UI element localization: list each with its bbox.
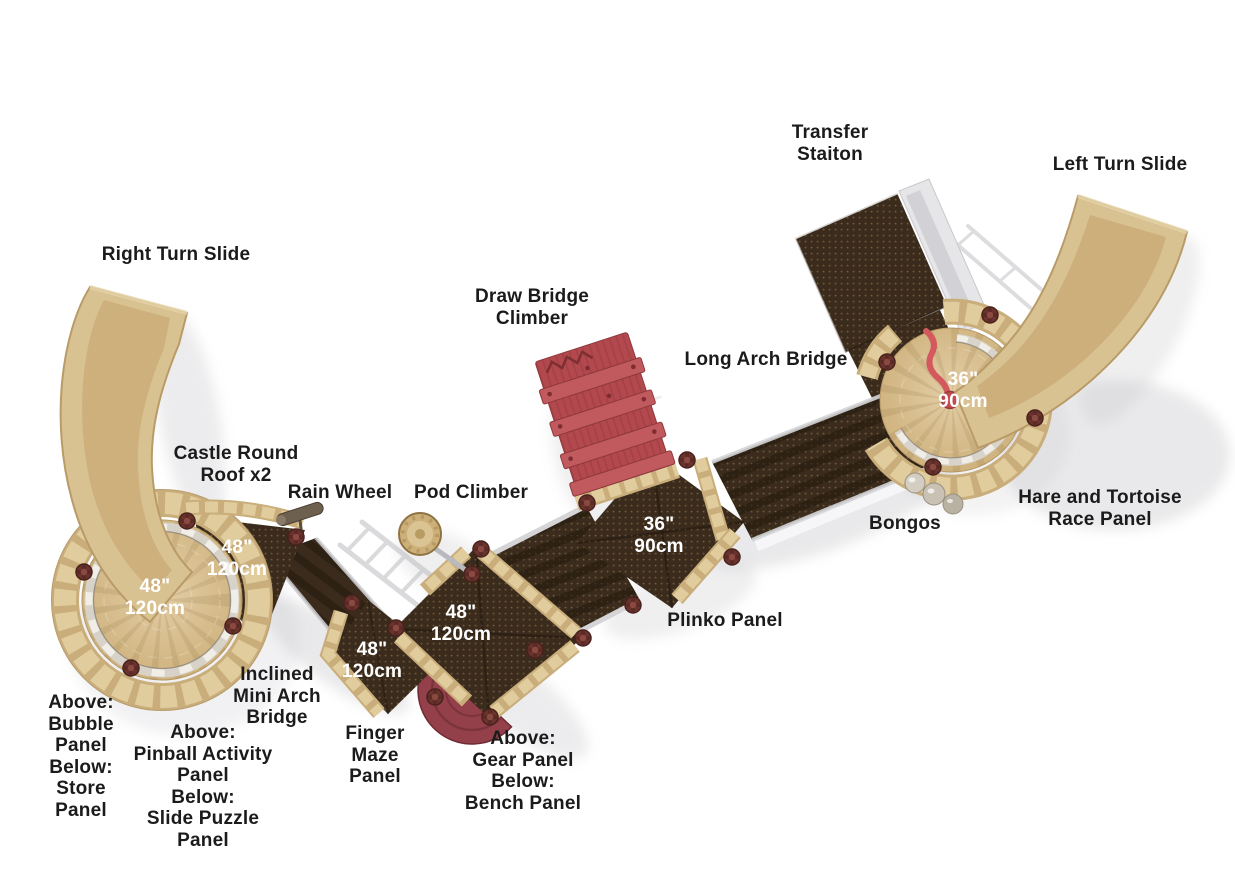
draw-bridge-climber-structure	[535, 332, 680, 511]
castle-walls	[185, 456, 741, 718]
bongos-structure	[904, 472, 964, 515]
right-turn-slide-structure	[59, 285, 193, 623]
long-arch-bridge-structure	[711, 391, 933, 552]
left-turn-slide-structure	[954, 194, 1188, 449]
snake-climber-right	[923, 328, 951, 400]
rain-wheel-structure	[275, 501, 324, 537]
pod-climber-structure	[398, 512, 469, 574]
lower-triangle-deck-48	[330, 599, 443, 715]
